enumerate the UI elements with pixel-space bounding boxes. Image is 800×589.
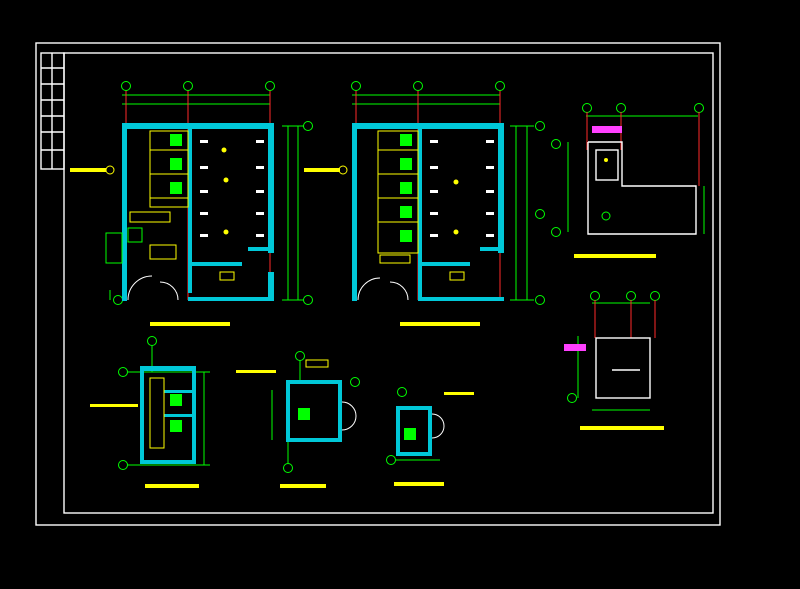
toilet-fixture-icon	[400, 158, 412, 170]
toilet-fixture-icon	[170, 182, 182, 194]
circle-axis-marker-icon	[303, 295, 313, 305]
toilet-fixture-icon	[400, 134, 412, 146]
toilet-fixture-icon	[170, 394, 182, 406]
toilet-fixture-icon	[400, 182, 412, 194]
door-swing-arc-icon	[357, 277, 381, 301]
circle-axis-marker-icon	[118, 367, 128, 377]
door-swing-arc-icon	[159, 281, 179, 301]
circle-axis-marker-icon	[397, 387, 407, 397]
circle-axis-marker-icon	[567, 393, 577, 403]
toilet-fixture-icon	[170, 134, 182, 146]
fixtures	[70, 130, 264, 301]
circle-axis-marker-icon	[118, 460, 128, 470]
toilet-fixture-icon	[170, 158, 182, 170]
axis-markers	[113, 81, 313, 305]
view-title-underline	[394, 482, 444, 486]
view-title-underline	[145, 484, 199, 488]
detail-view-bottom-1	[90, 336, 210, 488]
view-title-underline	[280, 484, 326, 488]
circle-axis-marker-icon	[351, 81, 361, 91]
urinal-fixture-icon	[200, 140, 264, 237]
door-swing-arc-icon	[341, 401, 357, 431]
circle-axis-marker-icon	[183, 81, 193, 91]
toilet-fixture-icon	[400, 230, 412, 242]
detail-view-bottom-3	[386, 387, 474, 486]
view-title-underline	[580, 426, 664, 430]
sheet-border	[35, 42, 721, 526]
walls	[122, 123, 274, 301]
floor-plan-left	[70, 81, 313, 326]
detail-view-mid-right	[564, 291, 664, 430]
toilet-fixture-icon	[170, 420, 182, 432]
inner-frame	[63, 52, 714, 514]
view-title-underline	[150, 322, 230, 326]
toilet-fixture-icon	[404, 428, 416, 440]
circle-axis-marker-icon	[551, 227, 561, 237]
view-title-underline	[574, 254, 656, 258]
pipe-leader	[304, 168, 340, 172]
circle-axis-marker-icon	[265, 81, 275, 91]
circle-axis-marker-icon	[551, 139, 561, 149]
view-title-underline	[400, 322, 480, 326]
circle-axis-marker-icon	[121, 81, 131, 91]
door-swing-arc-icon	[389, 281, 409, 301]
circle-axis-marker-icon	[350, 377, 360, 387]
toilet-fixture-icon	[400, 206, 412, 218]
circle-axis-marker-icon	[386, 455, 396, 465]
tag-label	[564, 344, 586, 351]
detail-view-top-right	[551, 103, 705, 258]
circle-axis-marker-icon	[535, 121, 545, 131]
outer-frame	[35, 42, 721, 526]
circle-axis-marker-icon	[147, 336, 157, 346]
floor-plan-middle	[304, 81, 545, 326]
pipe-leader	[70, 168, 106, 172]
urinal-fixture-icon	[430, 140, 494, 237]
detail-view-bottom-2	[236, 351, 360, 488]
title-strip	[40, 52, 65, 170]
door-swing-arc-icon	[127, 275, 153, 301]
circle-axis-marker-icon	[303, 121, 313, 131]
circle-axis-marker-icon	[535, 209, 545, 219]
circle-axis-marker-icon	[535, 295, 545, 305]
circle-axis-marker-icon	[413, 81, 423, 91]
tag-label	[592, 126, 622, 133]
door-swing-arc-icon	[431, 413, 445, 439]
toilet-fixture-icon	[298, 408, 310, 420]
circle-axis-marker-icon	[495, 81, 505, 91]
